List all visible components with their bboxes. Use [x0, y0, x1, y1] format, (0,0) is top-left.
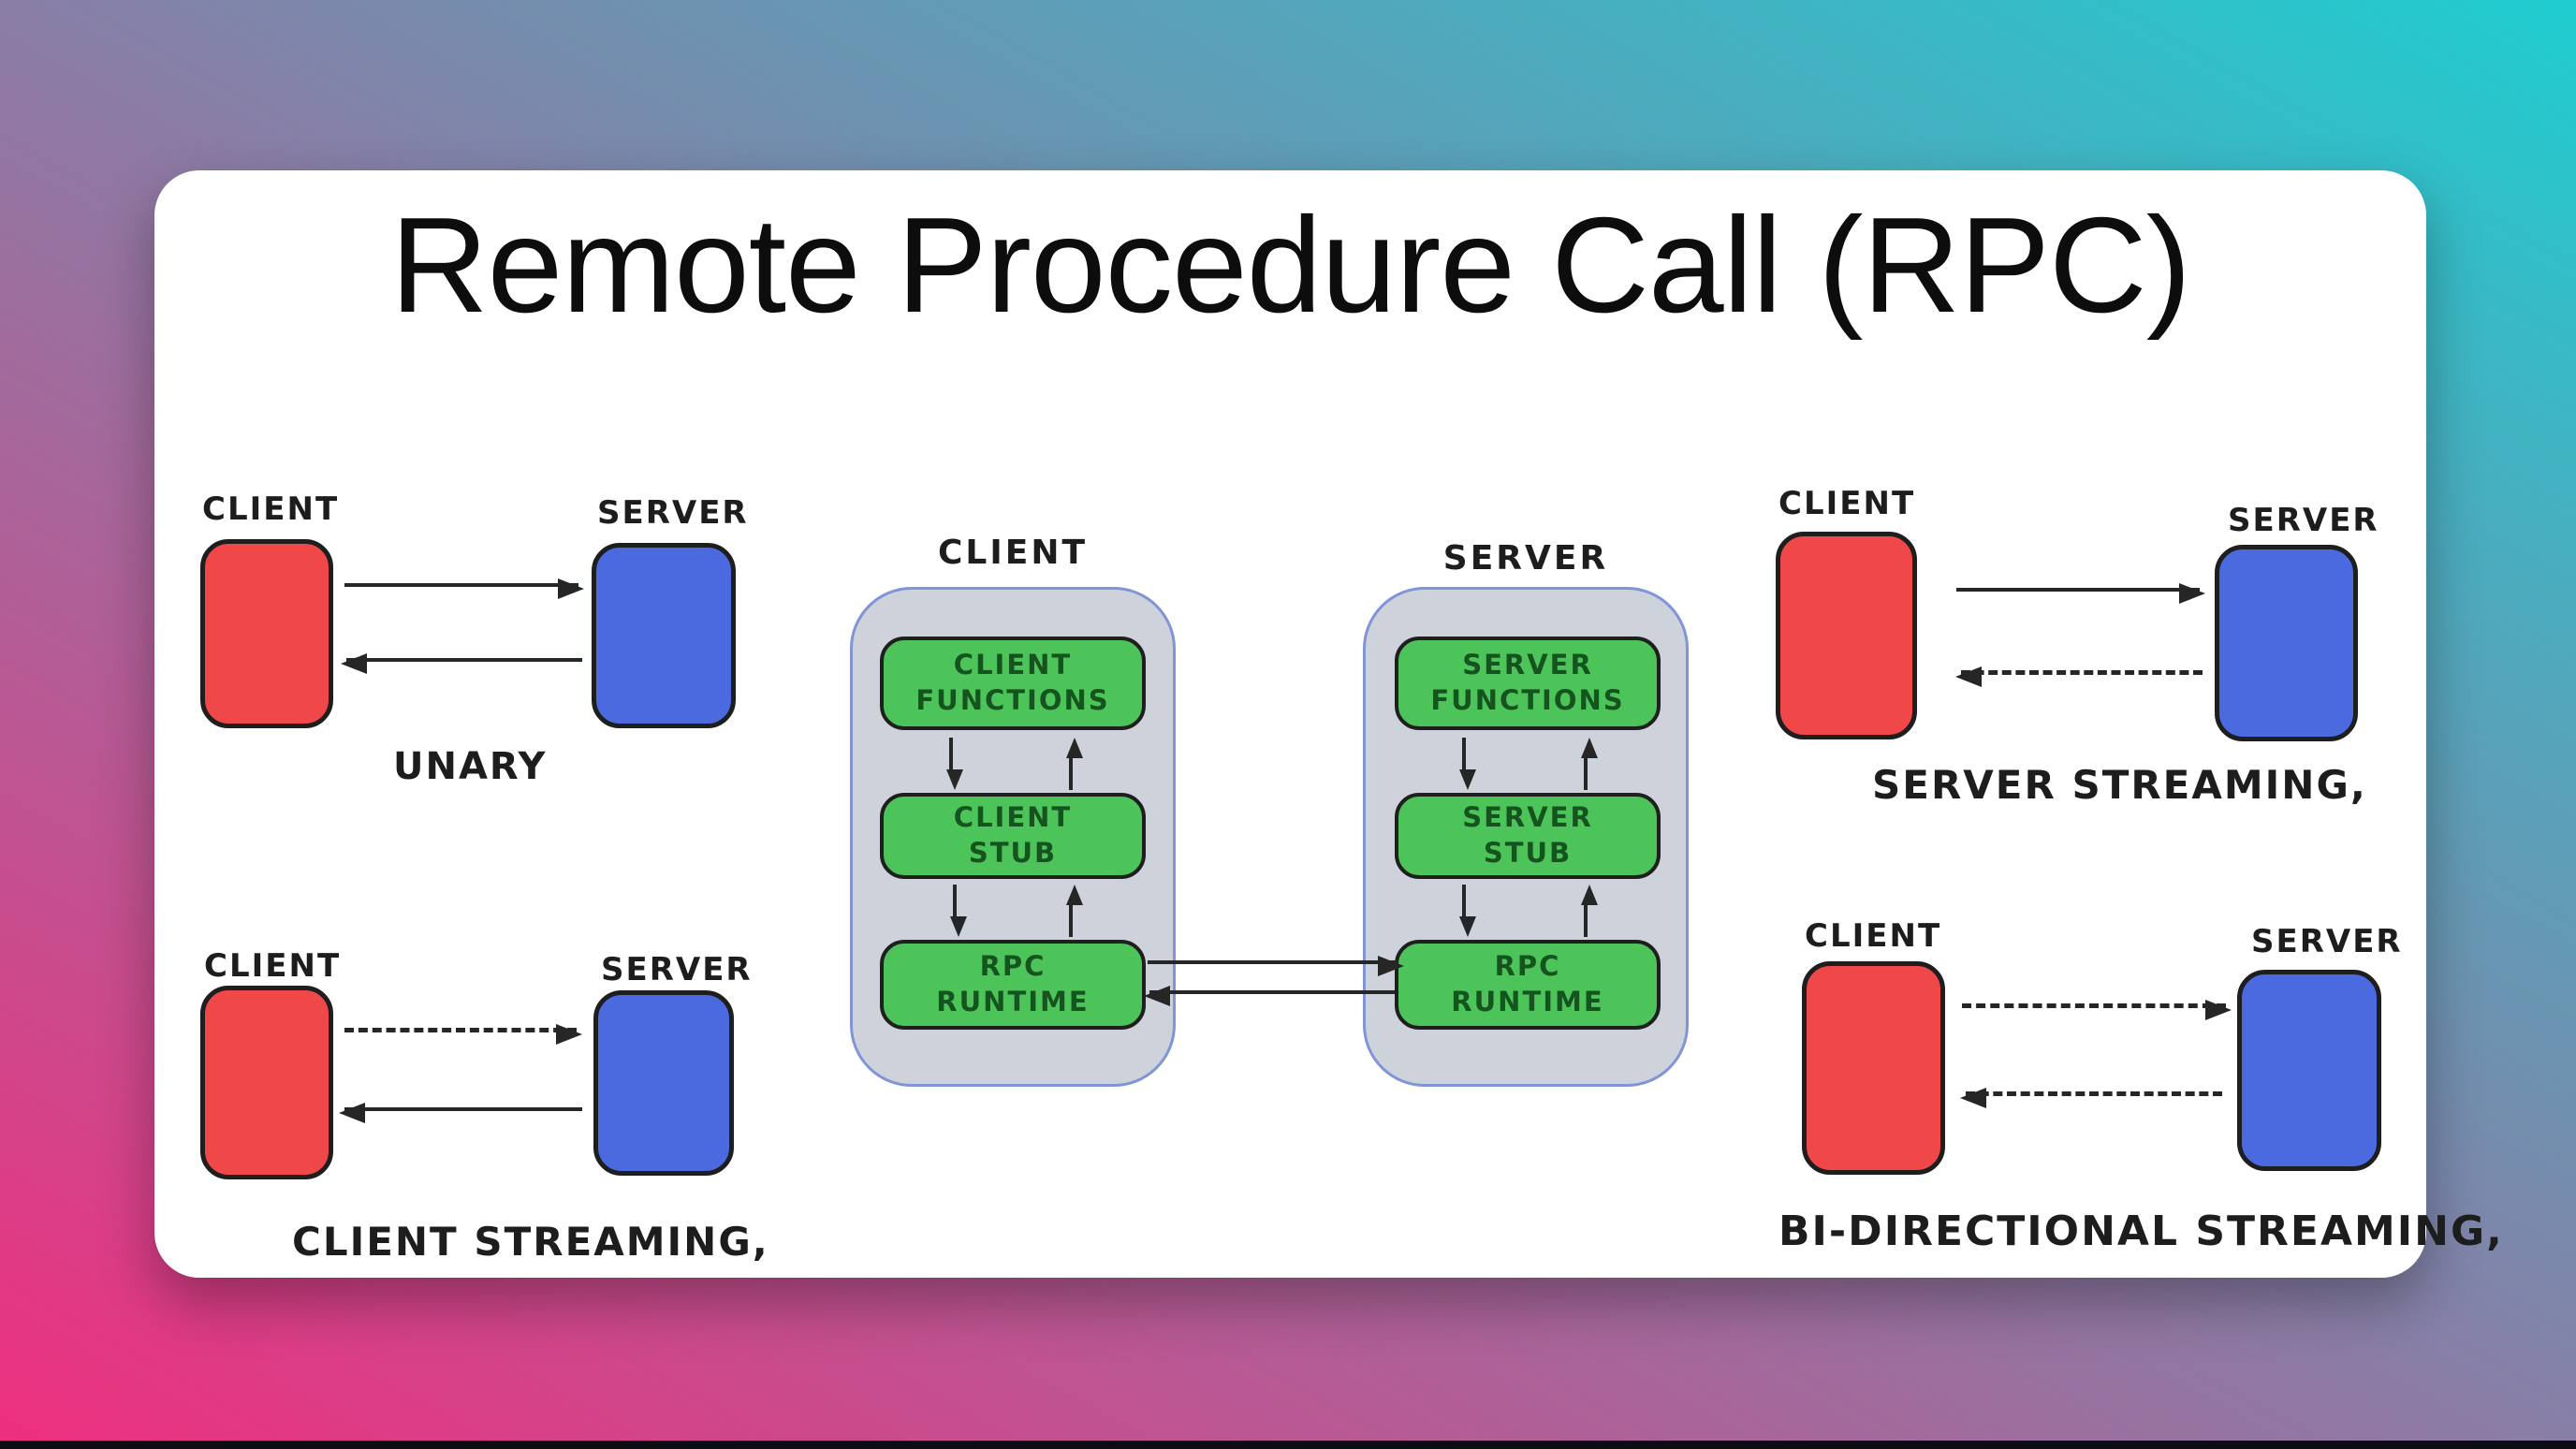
server-streaming-server-label: SERVER — [2228, 502, 2379, 539]
arch-client-label: CLIENT — [937, 534, 1089, 572]
unary-client-label: CLIENT — [202, 490, 340, 528]
bidirectional-response-arrow — [1960, 1088, 2222, 1108]
runtime-response-arrow — [1144, 986, 1395, 1006]
server-streaming-server-box — [2215, 545, 2358, 741]
client-runtime-to-stub-arrow — [1066, 885, 1083, 937]
server-rpc-runtime-box: RPC RUNTIME — [1395, 940, 1661, 1030]
server-streaming-client-box — [1776, 532, 1917, 739]
client-stub-box: CLIENT STUB — [880, 793, 1146, 879]
client-functions-box: CLIENT FUNCTIONS — [880, 637, 1146, 730]
client-streaming-client-label: CLIENT — [204, 947, 342, 985]
server-streaming-client-label: CLIENT — [1778, 485, 1916, 522]
server-stub-to-runtime-arrow — [1459, 885, 1476, 937]
unary-server-box — [592, 543, 736, 728]
server-streaming-request-arrow — [1956, 583, 2205, 604]
bidirectional-client-label: CLIENT — [1805, 917, 1942, 955]
server-runtime-to-stub-arrow — [1581, 885, 1598, 937]
bidirectional-request-arrow — [1962, 1000, 2232, 1020]
runtime-request-arrow — [1148, 956, 1404, 976]
unary-server-label: SERVER — [597, 494, 749, 532]
bidirectional-server-label: SERVER — [2251, 923, 2403, 960]
bidirectional-caption: BI-DIRECTIONAL STREAMING, — [1778, 1208, 2504, 1255]
client-streaming-caption: CLIENT STREAMING, — [292, 1219, 769, 1265]
server-stub-box: SERVER STUB — [1395, 793, 1661, 879]
unary-request-arrow — [344, 578, 584, 599]
server-functions-box: SERVER FUNCTIONS — [1395, 637, 1661, 730]
server-stub-to-functions-arrow — [1581, 738, 1598, 790]
server-streaming-response-arrow — [1955, 666, 2203, 687]
client-stub-to-functions-arrow — [1066, 738, 1083, 790]
window-bottom-edge — [0, 1441, 2576, 1449]
server-functions-to-stub-arrow — [1459, 738, 1476, 790]
unary-caption: UNARY — [393, 745, 548, 788]
client-rpc-runtime-box: RPC RUNTIME — [880, 940, 1146, 1030]
unary-response-arrow — [341, 653, 582, 674]
client-streaming-request-arrow — [344, 1024, 582, 1045]
client-streaming-server-label: SERVER — [601, 951, 753, 988]
client-streaming-client-box — [200, 986, 333, 1179]
client-streaming-response-arrow — [339, 1103, 582, 1123]
unary-client-box — [200, 539, 333, 728]
page-title: Remote Procedure Call (RPC) — [389, 189, 2191, 341]
client-stub-to-runtime-arrow — [950, 885, 967, 937]
bidirectional-client-box — [1802, 961, 1945, 1175]
client-functions-to-stub-arrow — [946, 738, 963, 790]
arch-server-label: SERVER — [1442, 539, 1609, 578]
bidirectional-server-box — [2237, 970, 2381, 1171]
client-streaming-server-box — [593, 990, 734, 1176]
server-streaming-caption: SERVER STREAMING, — [1872, 762, 2367, 808]
